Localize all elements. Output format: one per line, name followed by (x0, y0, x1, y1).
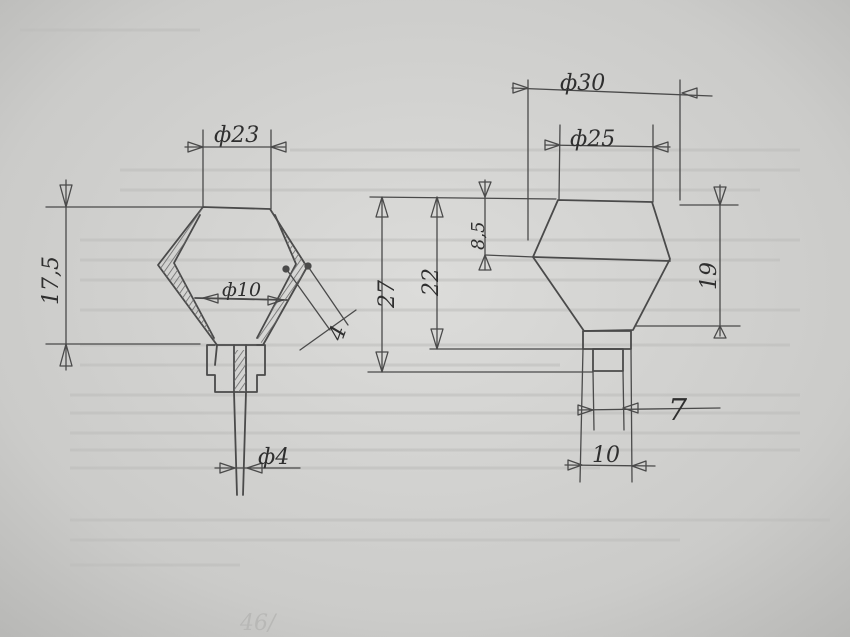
dim-left-top (184, 129, 287, 210)
left-view: ф23 17,5 ф10 4 (39, 123, 357, 496)
dim-right-neck-label: 7 (668, 393, 688, 428)
dim-right-height-inner-label: 22 (419, 268, 444, 297)
dim-left-pin-label: ф4 (258, 445, 289, 470)
dim-right-cone-label: 8,5 (468, 221, 489, 250)
right-view: ф30 ф25 27 22 8,5 (367, 71, 741, 483)
dim-left-wall (282, 262, 357, 351)
dim-left-height-label: 17,5 (39, 256, 64, 305)
dim-right-neck (577, 370, 721, 431)
left-wall-hatch (158, 207, 217, 345)
dim-right-outer (511, 79, 713, 241)
dim-left-inner (202, 293, 284, 306)
margin-note: 46/ (239, 611, 278, 636)
dim-right-side (635, 184, 741, 339)
dim-left-top-label: ф23 (214, 123, 259, 148)
dim-right-side-label: 19 (697, 262, 722, 290)
dim-right-base-label: 10 (592, 443, 620, 468)
dim-right-inner-label: ф25 (570, 127, 615, 152)
left-neck (206, 344, 266, 496)
dim-right-heights (367, 179, 594, 373)
dim-left-pin (214, 462, 301, 474)
dim-right-base (564, 348, 656, 483)
dim-right-outer-label: ф30 (560, 71, 605, 96)
dim-left-inner-label: ф10 (222, 279, 261, 301)
right-wall-hatch (257, 209, 307, 345)
dim-right-inner (544, 124, 671, 203)
dim-right-height-outer-label: 27 (375, 280, 400, 309)
dim-left-height (45, 179, 204, 371)
